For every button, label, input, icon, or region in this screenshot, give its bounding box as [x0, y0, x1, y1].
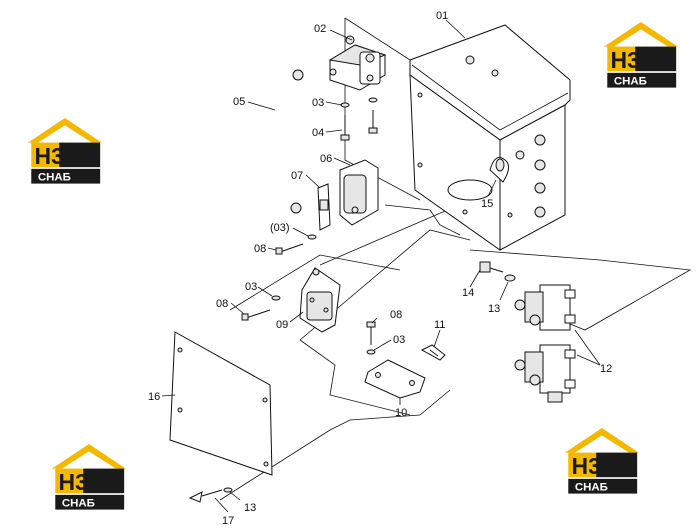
callout-01: 01 [436, 10, 448, 22]
part-10-holder [364, 359, 426, 399]
svg-text:H3: H3 [59, 469, 88, 495]
callout-13-bottom: 13 [244, 502, 256, 514]
part-07-bracket [317, 183, 331, 231]
callout-08-upper: 08 [254, 243, 266, 255]
svg-text:СНАБ: СНАБ [62, 497, 95, 509]
callout-08-lower: 08 [216, 298, 228, 310]
callout-03-mid: 03 [393, 334, 405, 346]
part-13-washer-bottom [223, 487, 233, 493]
callout-02: 02 [314, 23, 326, 35]
part-17-wing-screw [188, 489, 223, 503]
part-16-cover [169, 331, 273, 476]
part-01-box [409, 24, 571, 251]
part-03-washer-lower [271, 295, 281, 301]
watermark-logo-top-right: H3 СНАБ [604, 22, 678, 88]
part-08-screw-mid [366, 321, 376, 345]
svg-text:СНАБ: СНАБ [575, 481, 608, 493]
part-03-washer-mid [307, 234, 317, 240]
part-09-switch [299, 267, 341, 333]
part-04-screws [340, 110, 378, 141]
svg-text:СНАБ: СНАБ [38, 171, 71, 183]
part-15-clamp [489, 157, 509, 183]
part-12-breaker-upper [514, 284, 576, 331]
watermark-logo-left: H3 СНАБ [28, 118, 102, 184]
part-11-clip [420, 344, 446, 361]
callout-03-lower: 03 [245, 281, 257, 293]
part-06-relay [339, 159, 379, 226]
leader-lines [161, 19, 601, 513]
callout-05: 05 [233, 96, 245, 108]
svg-text:H3: H3 [572, 453, 601, 479]
callout-11: 11 [434, 319, 445, 331]
svg-text:H3: H3 [611, 47, 640, 73]
part-08-screw-lower [241, 309, 271, 321]
part-05-cable [263, 69, 304, 214]
callout-08-mid: 08 [390, 309, 402, 321]
callout-10: 10 [395, 407, 407, 419]
svg-text:H3: H3 [35, 143, 64, 169]
callout-14: 14 [462, 287, 474, 299]
callout-12: 12 [600, 363, 612, 375]
watermark-logo-bottom-right: H3 СНАБ [565, 428, 639, 494]
part-12-breaker-lower [514, 344, 576, 403]
part-14-bolt [479, 261, 504, 273]
callout-labels: 01 02 05 03 04 06 07 (03) 08 03 08 09 08… [148, 10, 612, 527]
part-03-washer-mid2 [366, 349, 376, 355]
svg-text:СНАБ: СНАБ [614, 75, 647, 87]
part-02-relay [328, 35, 387, 91]
callout-09: 09 [276, 319, 288, 331]
callout-03-paren: (03) [270, 222, 290, 234]
part-03-washer-top [340, 97, 378, 108]
callout-06: 06 [320, 153, 332, 165]
callout-04: 04 [312, 127, 324, 139]
watermark-logo-bottom-left: H3 СНАБ [52, 444, 126, 510]
callout-17: 17 [222, 515, 234, 527]
part-08-screw-upper [275, 243, 304, 255]
callout-07: 07 [291, 170, 303, 182]
callout-15: 15 [481, 198, 493, 210]
part-13-nut-right [504, 274, 516, 282]
callout-13-right: 13 [488, 303, 500, 315]
callout-16: 16 [148, 391, 160, 403]
callout-03-top: 03 [312, 97, 324, 109]
